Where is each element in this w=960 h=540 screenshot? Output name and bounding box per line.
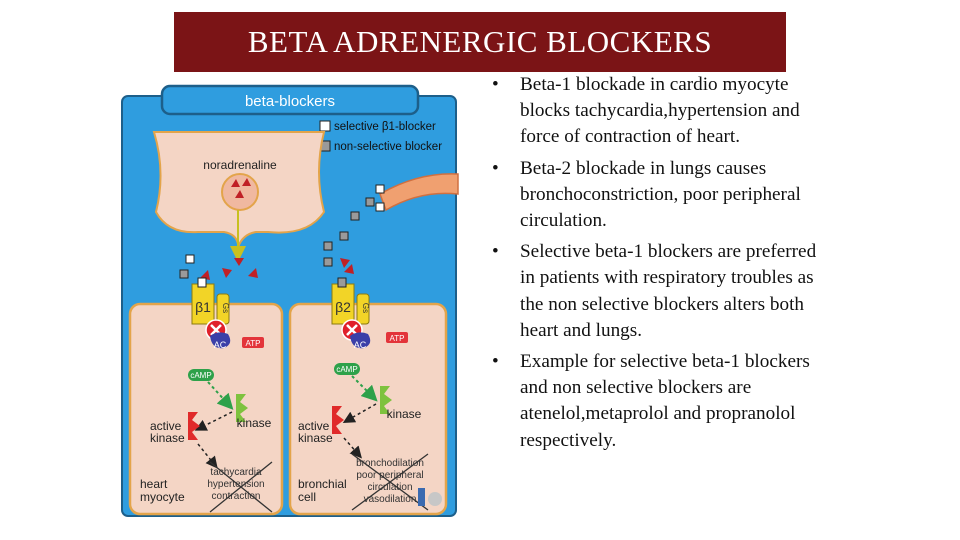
- bronchial-effect: circulation: [367, 482, 412, 493]
- header-pill: [160, 84, 420, 116]
- bullet-text: Beta-2 blockade in lungs causes bronchoc…: [520, 157, 801, 232]
- heart-effect: tachycardia: [210, 467, 262, 478]
- bullet-text: Beta-1 blockade in cardio myocyte blocks…: [520, 74, 800, 148]
- bullet-dot-icon: •: [492, 351, 499, 373]
- noradrenaline-molecule: [222, 268, 232, 278]
- ac-label: AC: [214, 340, 227, 350]
- nonselective-blocker-icon: [323, 241, 333, 251]
- atp-label: ATP: [390, 334, 405, 343]
- activation-arrow: [342, 403, 377, 423]
- drug-tube-icon: [379, 173, 459, 212]
- diagram-svg: beta-blockers selective β1-blocker non-s…: [121, 84, 459, 517]
- bullet-item: • Beta-2 blockade in lungs causes broncho…: [492, 156, 822, 235]
- heart-label: myocyte: [140, 490, 185, 504]
- bullet-item: • Example for selective beta-1 blockers a…: [492, 349, 822, 454]
- bound-blocker-icon: [337, 277, 347, 288]
- heart-effect: hypertension: [207, 479, 264, 490]
- noradrenaline-molecule: [344, 264, 354, 274]
- noradrenaline-molecules: [231, 178, 251, 198]
- beta2-label: β2: [335, 299, 351, 315]
- camp-pill: [334, 363, 360, 375]
- camp-arrow: [207, 381, 234, 410]
- noradrenaline-molecule: [234, 258, 244, 266]
- bullet-dot-icon: •: [492, 74, 499, 95]
- bullet-text: Example for selective beta-1 blockers an…: [520, 351, 810, 451]
- gs-protein: [356, 293, 370, 325]
- selective-blocker-icon: [375, 202, 385, 212]
- cross-out: [209, 461, 273, 513]
- camp-pill: [188, 369, 214, 381]
- kinase-icon: [236, 394, 248, 422]
- bullet-text: Selective beta-1 blockers are preferred …: [520, 241, 817, 341]
- cross-out: [351, 453, 429, 511]
- ac-label: AC: [354, 340, 367, 350]
- camp-label: cAMP: [190, 371, 211, 380]
- legend-nonselective: non-selective blocker: [334, 141, 442, 153]
- bullet-item: • Beta-1 blockade in cardio myocyte block…: [492, 72, 822, 151]
- bullet-dot-icon: •: [492, 241, 499, 263]
- atp-badge: [386, 332, 408, 343]
- kinase-sub-label: kinase: [298, 431, 333, 445]
- bronchial-label: bronchial: [298, 477, 347, 491]
- logo-icon: [428, 492, 442, 506]
- bullet-dot-icon: •: [492, 157, 499, 179]
- ac-enzyme: [350, 332, 371, 349]
- kinase-label: kinase: [387, 407, 422, 421]
- selective-blocker-icon: [375, 184, 385, 194]
- legend-selective: selective β1-blocker: [334, 121, 436, 133]
- gs-label: Gs: [361, 303, 370, 313]
- active-label: active: [298, 419, 330, 433]
- bound-blocker-icon: [197, 277, 207, 288]
- nonselective-blocker-icon: [365, 197, 375, 207]
- heart-effect: contraction: [212, 491, 261, 502]
- bronchial-effect: poor peripheral: [356, 470, 423, 481]
- effect-arrow: [197, 443, 218, 469]
- noradrenaline-label: noradrenaline: [203, 158, 277, 172]
- atp-label: ATP: [246, 339, 261, 348]
- selective-legend-icon: [319, 120, 331, 132]
- gs-label: Gs: [221, 303, 230, 313]
- kinase-icon: [380, 386, 392, 414]
- atp-badge: [242, 337, 264, 348]
- bronchial-label: cell: [298, 490, 316, 504]
- noradrenaline-molecule: [248, 268, 258, 278]
- header-label: beta-blockers: [245, 93, 335, 110]
- beta1-label: β1: [195, 299, 211, 315]
- nonselective-blocker-icon: [339, 231, 349, 241]
- bronchial-effect: vasodilation: [364, 494, 417, 505]
- nonselective-blocker-icon: [179, 269, 189, 279]
- nonselective-blocker-icon: [350, 211, 360, 221]
- heart-label: heart: [140, 477, 168, 491]
- camp-arrow: [351, 375, 378, 402]
- bronchial-effect: bronchodilation: [356, 458, 424, 469]
- beta-blocker-diagram: beta-blockers selective β1-blocker non-s…: [118, 82, 460, 522]
- active-kinase-icon: [332, 406, 344, 434]
- noradrenaline-molecule: [340, 258, 350, 268]
- nonselective-blocker-icon: [323, 257, 333, 267]
- active-kinase-icon: [188, 412, 200, 440]
- selective-blocker-icon: [185, 254, 195, 264]
- bullet-list: • Beta-1 blockade in cardio myocyte block…: [492, 72, 822, 459]
- logo-icon: [418, 488, 425, 506]
- kinase-sub-label: kinase: [150, 431, 185, 445]
- bullet-item: • Selective beta-1 blockers are preferred…: [492, 239, 822, 344]
- active-label: active: [150, 419, 182, 433]
- camp-label: cAMP: [336, 365, 357, 374]
- slide-title: BETA ADRENERGIC BLOCKERS: [174, 12, 786, 72]
- ac-enzyme: [210, 332, 231, 349]
- kinase-label: kinase: [237, 416, 272, 430]
